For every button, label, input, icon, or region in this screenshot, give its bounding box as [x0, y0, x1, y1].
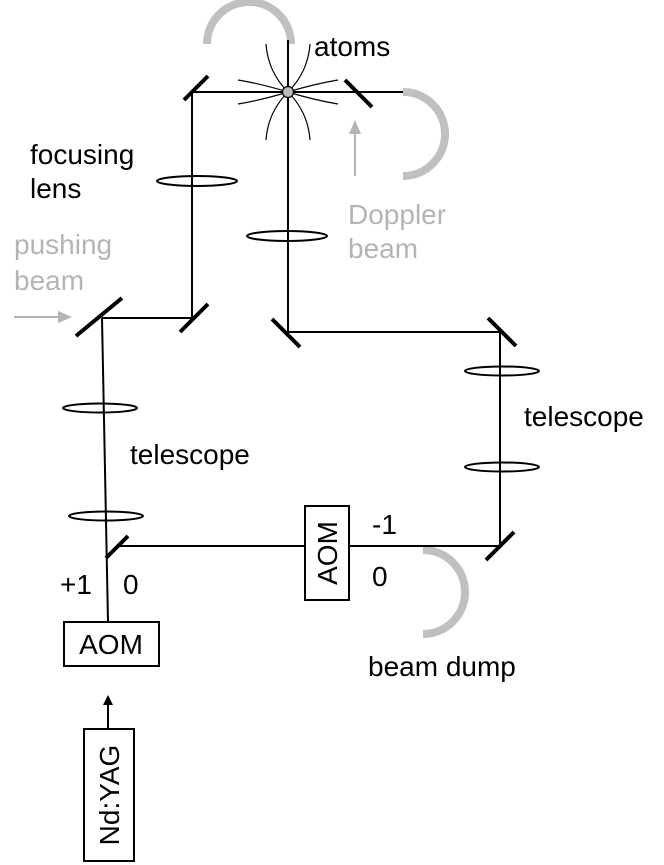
aom-left-label: AOM: [79, 629, 143, 660]
mirror-top-left: [182, 74, 210, 102]
pushing-beam-label-line1: pushing: [14, 229, 112, 260]
beam-dump-reflector: [422, 546, 469, 638]
pushing-beam-label-line2: beam: [14, 265, 84, 296]
focusing-lens-label-line1: focusing: [30, 139, 134, 170]
aom-right-box: [304, 505, 350, 601]
telescope-left-label: telescope: [130, 439, 250, 470]
top-retro-reflector: [203, 0, 295, 45]
telescope-right-lens-lower: [464, 461, 540, 473]
telescope-left-lens-lower: [68, 510, 144, 522]
mirror-pushing: [74, 296, 124, 338]
mirror-top-right: [343, 78, 374, 109]
aom-right-label: AOM: [312, 521, 343, 585]
doppler-beam-label-line2: beam: [348, 233, 418, 264]
focusing-lens-label-line2: lens: [30, 173, 81, 204]
focusing-lens: [156, 175, 238, 187]
telescope-left-lens-upper: [62, 402, 138, 414]
mirror-right-top: [486, 316, 518, 348]
telescope-right-lens-upper: [464, 365, 540, 377]
order-plus1-label: +1: [60, 569, 92, 600]
doppler-beam-label-line1: Doppler: [348, 199, 446, 230]
lenses: [62, 175, 540, 522]
aom-left-box: [63, 621, 160, 667]
mirror-mid-right: [270, 317, 302, 349]
mirrors: [74, 74, 518, 562]
atoms-cloud: [237, 43, 339, 141]
telescope-right-label: telescope: [524, 401, 644, 432]
order-minus1-label: -1: [372, 509, 397, 540]
beam-paths: [101, 40, 501, 758]
beam-dump-label: beam dump: [368, 651, 516, 682]
laser-label: Nd:YAG: [94, 745, 125, 846]
mirror-aom-zero-order: [104, 534, 130, 560]
laser-box: [83, 728, 135, 862]
mirror-mid-left: [178, 302, 210, 334]
doppler-retro-reflector: [402, 88, 449, 180]
mirror-right-bottom: [484, 530, 516, 562]
doppler-lens: [246, 230, 328, 242]
plus1-order-beam: [101, 317, 109, 623]
order-0-right-label: 0: [372, 561, 388, 592]
order-0-left-label: 0: [123, 569, 139, 600]
atoms-label: atoms: [314, 31, 390, 62]
